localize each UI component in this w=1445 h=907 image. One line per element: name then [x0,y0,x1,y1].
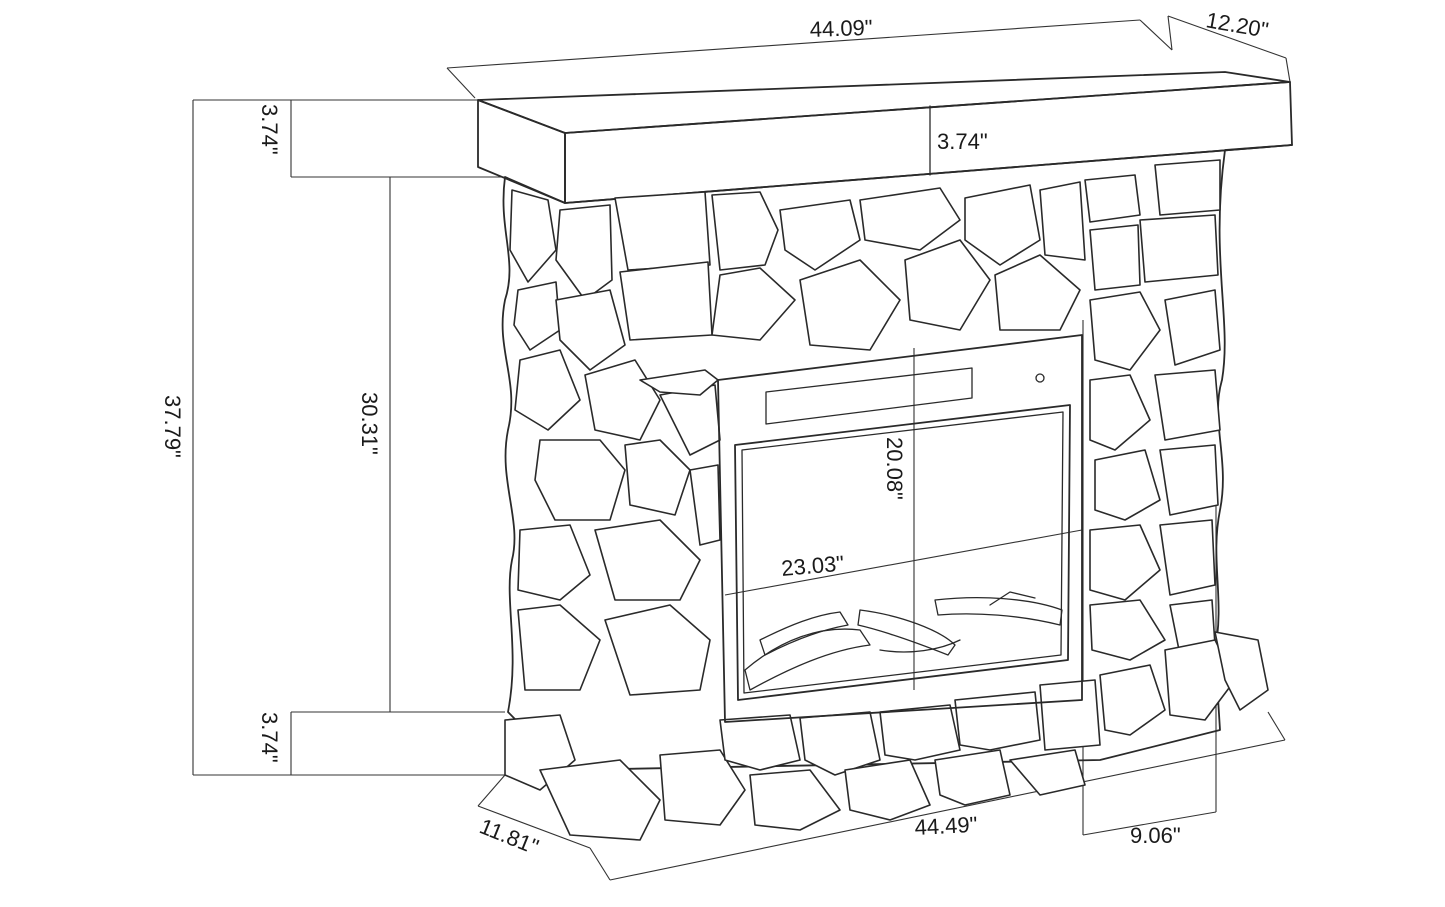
mantel-width-label: 44.09" [809,15,873,42]
base-height-label: 3.74" [257,712,282,763]
insert-height-label: 20.08" [882,437,907,500]
firebox-insert [717,334,1083,723]
insert-width-label: 23.03" [780,551,845,581]
dimension-lines [192,15,1291,881]
mantel-thickness-front-label: 3.74" [937,129,988,154]
mantel-thickness-side-label: 3.74" [257,104,282,155]
dimension-labels: 44.09" 12.20" 3.74" 3.74" 37.79" 30.31" … [160,7,1270,859]
opening-height-label: 30.31" [357,392,382,455]
leg-width-label: 9.06" [1130,823,1181,848]
mantel-depth-label: 12.20" [1204,7,1270,43]
base-width-label: 44.49" [914,812,978,840]
base-depth-label: 11.81" [476,813,542,859]
stone-body [501,144,1293,841]
overall-height-label: 37.79" [160,395,185,458]
